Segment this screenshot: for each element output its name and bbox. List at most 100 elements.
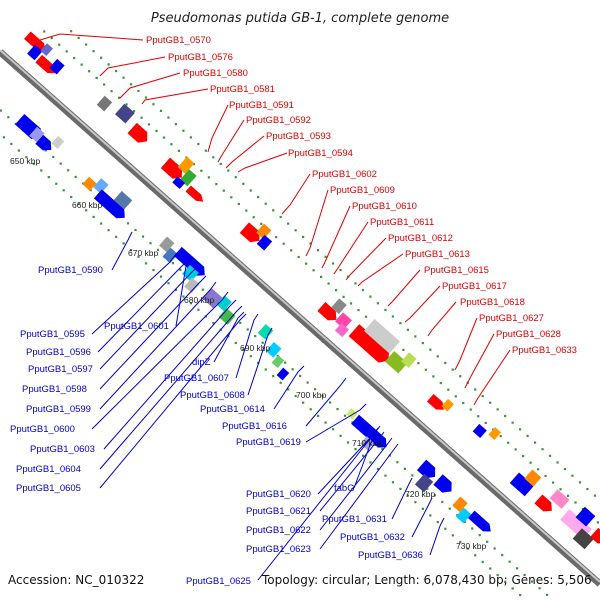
track-dot xyxy=(544,474,547,478)
gene-block xyxy=(256,223,272,240)
gene-block xyxy=(218,307,236,325)
map-title: Pseudomonas putida GB-1, complete genome xyxy=(151,11,449,26)
track-dot xyxy=(197,142,200,146)
gene-block xyxy=(257,324,274,340)
track-dot xyxy=(227,169,230,172)
track-dot xyxy=(129,248,133,252)
track-dot xyxy=(343,414,347,417)
track-dot xyxy=(451,368,454,371)
gene-label: PputGB1_0603 xyxy=(30,444,95,455)
track-dot xyxy=(559,488,562,491)
gene-block xyxy=(184,277,200,294)
track-dot xyxy=(152,103,155,106)
track-dot xyxy=(2,136,5,139)
gene-block xyxy=(29,126,45,143)
gene-block xyxy=(179,169,197,187)
track-dot xyxy=(361,454,365,457)
gene-block xyxy=(271,355,285,368)
track-dot xyxy=(294,229,297,232)
track-dot xyxy=(406,494,410,497)
track-dot xyxy=(70,195,73,199)
track-dot xyxy=(563,468,567,471)
gene-block xyxy=(35,134,52,151)
track-dot xyxy=(331,428,335,431)
gene-label: PputGB1_0628 xyxy=(496,329,561,340)
gene-block xyxy=(162,247,178,264)
gene-label: PputGB1_0604 xyxy=(16,464,81,475)
track-dot xyxy=(516,567,519,570)
track-dot xyxy=(254,335,257,338)
track-dot xyxy=(429,514,432,517)
track-dot xyxy=(526,434,529,438)
track-dot xyxy=(189,136,192,139)
gene-block xyxy=(173,246,205,276)
accession-text: Accession: NC_010322 xyxy=(8,573,144,587)
track-dot xyxy=(551,481,555,484)
track-dot xyxy=(242,348,245,351)
gene-block xyxy=(159,236,175,253)
track-dot xyxy=(316,249,320,252)
track-dot xyxy=(309,242,312,245)
track-dot xyxy=(376,467,380,471)
gene-block xyxy=(401,352,417,368)
gene-label: PputGB1_0590 xyxy=(38,265,103,276)
gene-block xyxy=(115,103,135,124)
track-dot xyxy=(306,381,309,384)
track-dot xyxy=(287,222,290,225)
gene-block xyxy=(416,459,436,479)
gene-label: PputGB1_0609 xyxy=(330,185,395,196)
gene-features xyxy=(15,31,600,550)
track-dot xyxy=(74,175,77,179)
track-dot xyxy=(207,176,210,179)
gene-label: PputGB1_0615 xyxy=(424,265,489,276)
track-dot xyxy=(508,560,511,563)
track-dot xyxy=(212,321,215,325)
track-dot xyxy=(152,268,155,272)
track-dot xyxy=(58,43,61,46)
track-dot xyxy=(272,209,275,212)
gene-block xyxy=(177,156,195,174)
track-dot xyxy=(149,242,152,245)
track-dot xyxy=(234,176,237,179)
track-dot xyxy=(439,381,442,385)
track-dot xyxy=(501,553,504,557)
track-dot xyxy=(369,295,372,298)
track-dot xyxy=(147,123,151,126)
track-dot xyxy=(80,63,83,66)
track-dot xyxy=(320,275,323,279)
track-dot xyxy=(436,355,439,358)
track-dot xyxy=(496,574,499,577)
track-dot xyxy=(140,116,143,119)
track-dot xyxy=(249,189,252,192)
track-dot xyxy=(448,507,451,510)
track-dot xyxy=(144,262,148,265)
track-dot xyxy=(481,560,484,563)
gene-block xyxy=(51,136,65,149)
track-dot xyxy=(566,494,570,497)
track-dot xyxy=(346,441,350,444)
track-dot xyxy=(511,421,514,424)
track-dot xyxy=(454,395,457,398)
track-dot xyxy=(533,441,537,444)
track-dot xyxy=(463,520,466,523)
track-dot xyxy=(103,83,106,86)
track-dot xyxy=(134,228,137,232)
track-dot xyxy=(339,434,342,437)
gene-block xyxy=(276,367,290,381)
gene-block xyxy=(317,302,337,321)
gene-label: PputGB1_0597 xyxy=(28,364,93,375)
track-dot xyxy=(189,302,193,305)
track-dot xyxy=(290,249,293,252)
gene-block xyxy=(441,398,455,412)
track-dot xyxy=(234,341,237,345)
gene-block xyxy=(334,323,349,338)
gene-label: PputGB1_0616 xyxy=(222,421,287,432)
gene-block xyxy=(160,157,183,179)
track-dot xyxy=(312,269,315,272)
track-dot xyxy=(132,109,136,113)
track-dot xyxy=(197,308,200,311)
track-dot xyxy=(364,315,368,318)
gene-block xyxy=(348,324,390,363)
track-dot xyxy=(55,182,58,185)
gene-block xyxy=(185,185,204,202)
